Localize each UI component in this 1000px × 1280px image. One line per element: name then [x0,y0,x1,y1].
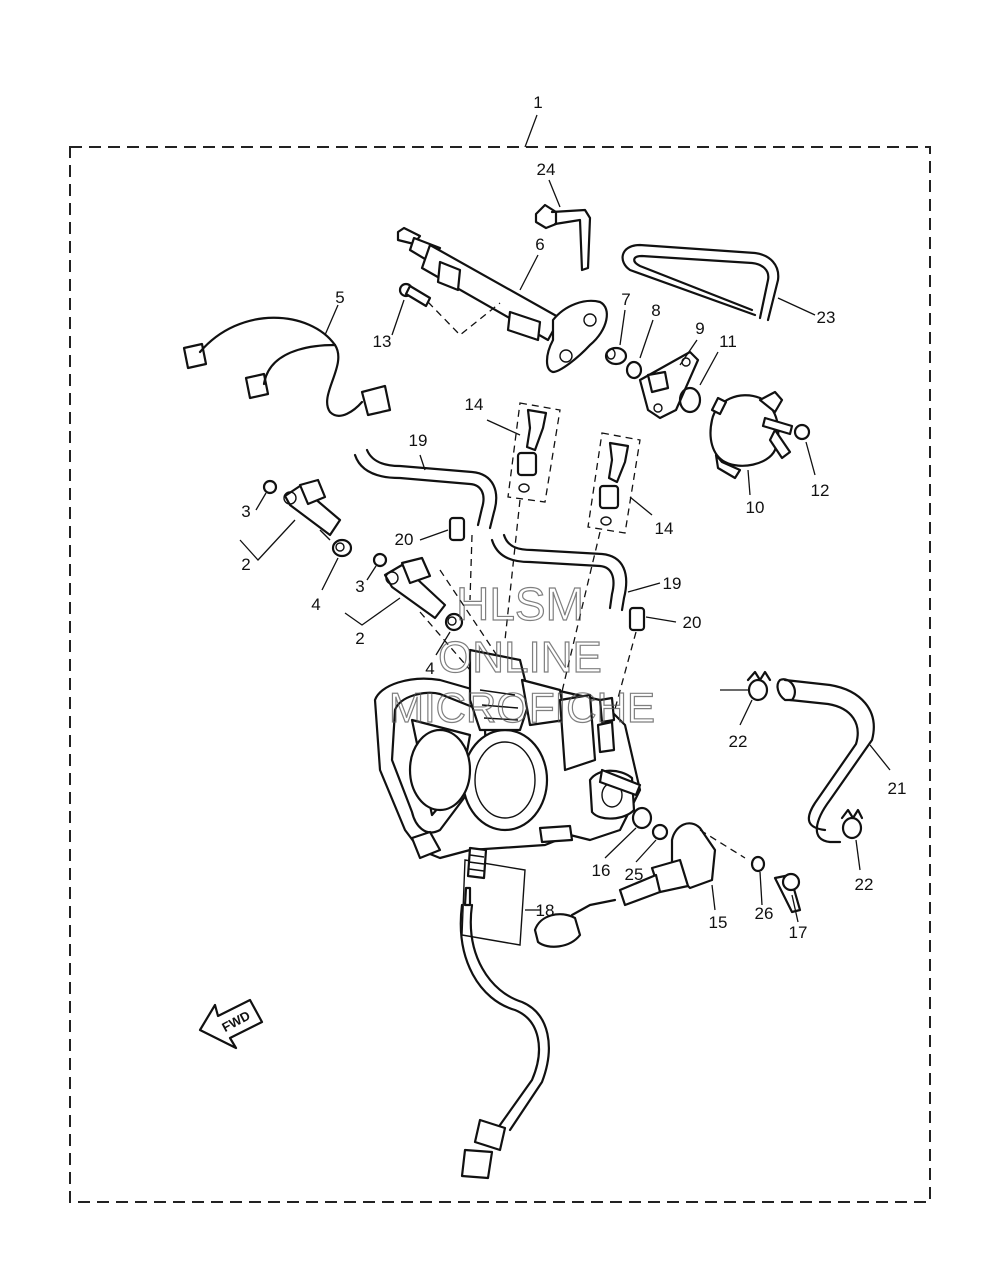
part-5-harness [182,304,392,417]
callout-11: 11 [719,332,737,351]
callout-24: 24 [537,160,556,179]
part-20-cap-upper [419,516,466,542]
callout-2a: 2 [241,555,250,574]
part-15-sensor [533,822,746,948]
part-9-plate [638,339,700,420]
callout-2b: 2 [355,629,364,648]
part-14-set-lower [587,432,653,534]
part-12-screw [761,416,816,476]
part-24-bracket [534,179,592,272]
part-4-seal-upper [321,538,353,591]
part-19-hose-lower [490,533,661,612]
callout-10: 10 [746,498,765,517]
callout-13: 13 [373,332,392,351]
callout-20a: 20 [395,530,414,549]
part-6-fuel-rail [396,226,608,374]
part-26-washer [750,855,766,906]
callout-9: 9 [695,319,704,338]
callout-25: 25 [625,865,644,884]
callout-14a: 14 [465,395,484,414]
callout-22a: 22 [729,732,748,751]
callout-16: 16 [592,861,611,880]
part-2-injector-lower [344,556,447,626]
callout-19a: 19 [409,431,428,450]
part-25-collar [635,823,669,863]
watermark-line-2: ONLINE [438,633,602,682]
callout-3b: 3 [355,577,364,596]
part-13-screw [391,282,501,336]
watermark-line-1: HLSM [456,578,584,630]
callout-4b: 4 [425,659,434,678]
callout-15: 15 [709,913,728,932]
part-11-o-ring [678,351,719,414]
fwd-arrow: FWD [198,998,264,1050]
watermark-line-3: MICROFICHE [389,684,655,731]
part-3-o-ring-upper [255,479,278,511]
callout-14b: 14 [655,519,674,538]
part-4-seal-lower [435,612,464,656]
part-2-injector-upper [239,478,342,561]
callout-1: 1 [533,93,542,112]
part-22-clamp-upper [720,670,772,726]
part-10-pressure-regulator [709,390,792,496]
watermark: HLSM ONLINE MICROFICHE [388,577,655,731]
callout-22b: 22 [855,875,874,894]
part-8-o-ring [625,319,654,380]
part-7-collar [604,309,628,366]
callout-3a: 3 [241,502,250,521]
callout-21: 21 [888,779,907,798]
callout-5: 5 [335,288,344,307]
callout-7: 7 [621,290,630,309]
callout-6: 6 [535,235,544,254]
part-3-o-ring-lower [366,552,388,581]
callout-26: 26 [755,904,774,923]
part-22-clamp-lower [840,808,864,871]
callout-19b: 19 [663,574,682,593]
assembly-frame [69,146,931,1203]
part-18-wire [459,846,550,1180]
callout-4a: 4 [311,595,320,614]
part-14-set-upper [486,402,561,503]
part-21-hose [776,678,891,844]
callout-23: 23 [817,308,836,327]
callout-17: 17 [789,923,808,942]
part-17-screw [773,872,802,923]
callout-20b: 20 [683,613,702,632]
part-19-hose-upper [353,448,498,530]
part-20-cap-lower [628,606,677,632]
throttle-body [373,648,642,860]
part-23-hose [621,243,816,322]
callout-labels: 1 24 6 5 7 8 23 9 13 11 14 19 12 3 10 14… [241,93,906,942]
callout-12: 12 [811,481,830,500]
callout-8: 8 [651,301,660,320]
callout-18: 18 [536,901,555,920]
part-16-o-ring [604,806,653,859]
